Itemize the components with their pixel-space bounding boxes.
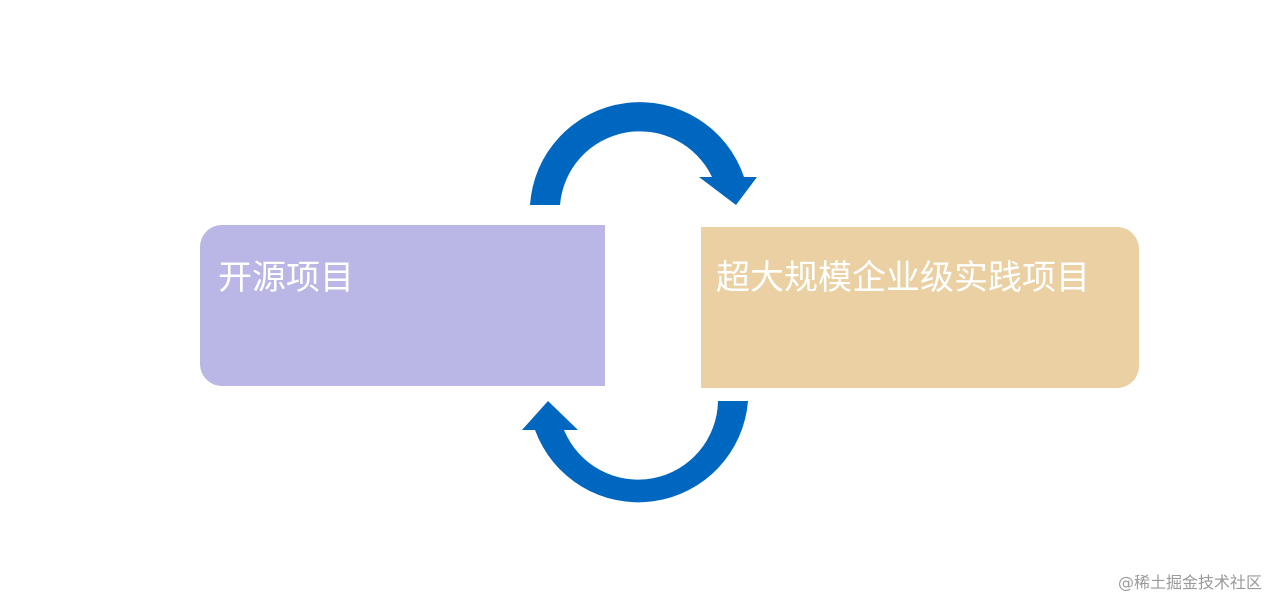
open-source-project-box: 开源项目 [200,225,605,386]
enterprise-practice-project-box: 超大规模企业级实践项目 [701,227,1139,388]
curved-arrow-right-icon [530,102,757,205]
curved-arrow-left-icon [522,401,748,503]
watermark: @稀土掘金技术社区 [1117,573,1262,592]
enterprise-practice-project-label: 超大规模企业级实践项目 [716,258,1090,298]
open-source-project-label: 开源项目 [218,258,354,298]
